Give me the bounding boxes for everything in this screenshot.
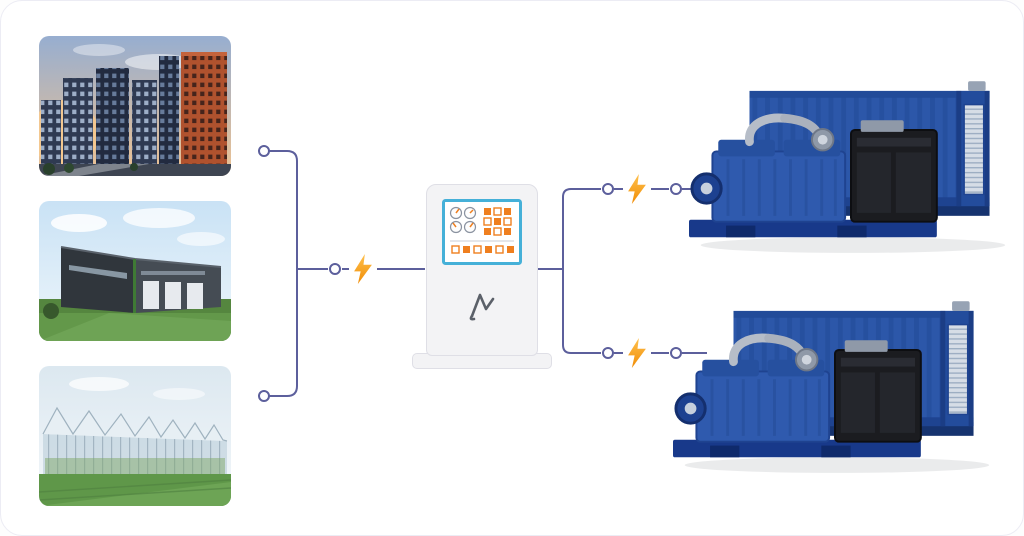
diesel-generator-1	[689, 81, 1011, 257]
ats-control-cabinet	[426, 184, 538, 356]
connector-node	[602, 347, 614, 359]
photo-greenhouse-complex	[39, 366, 231, 506]
brand-logo-icon	[469, 293, 495, 321]
photo-industrial-warehouse	[39, 201, 231, 341]
connector-node	[329, 263, 341, 275]
residential-buildings-illustration	[39, 36, 231, 176]
warehouse-illustration	[39, 201, 231, 341]
greenhouse-illustration	[39, 366, 231, 506]
connector-node	[258, 145, 270, 157]
connector-node	[670, 183, 682, 195]
connector-node	[602, 183, 614, 195]
photo-residential-buildings	[39, 36, 231, 176]
lightning-bolt-icon	[628, 174, 646, 204]
connector-node	[258, 390, 270, 402]
lightning-bolt-icon	[354, 254, 372, 284]
left-bus-wire	[269, 150, 298, 397]
diesel-generator-2	[673, 301, 995, 477]
lightning-bolt-icon	[628, 338, 646, 368]
right-bus-wire	[538, 188, 601, 354]
control-panel-display	[442, 199, 522, 265]
